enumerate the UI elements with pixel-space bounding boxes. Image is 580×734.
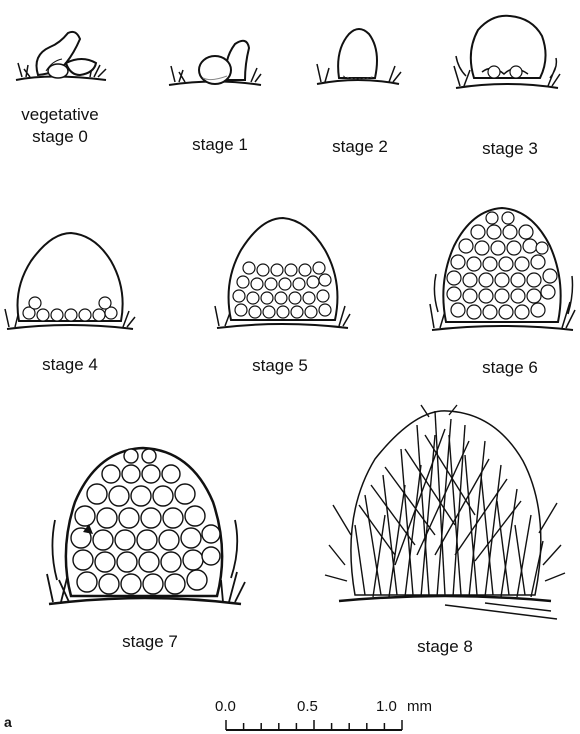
stage-7-label: stage 7: [100, 631, 200, 653]
stage-1-figure: [165, 30, 265, 90]
stage-0-label: vegetative stage 0: [0, 104, 120, 148]
stage-0-drawing: [10, 25, 110, 85]
stage-3-label: stage 3: [465, 138, 555, 160]
stage-7-drawing: [45, 440, 245, 610]
stage-2-drawing: [313, 20, 403, 90]
stage-3-figure: [452, 8, 562, 93]
scale-tick-0-5: 0.5: [297, 698, 318, 715]
stage-1-label: stage 1: [175, 134, 265, 156]
stage-2-figure: [313, 20, 403, 90]
scale-unit: mm: [407, 698, 432, 715]
stage-8-drawing: [325, 405, 565, 620]
scale-bar: [224, 718, 404, 732]
stage-0-label-line2: stage 0: [0, 126, 120, 148]
stage-6-drawing: [430, 202, 575, 337]
panel-label: a: [4, 714, 12, 730]
stage-7-figure: [45, 440, 245, 610]
stage-4-label: stage 4: [25, 354, 115, 376]
stage-8-label: stage 8: [395, 636, 495, 658]
stage-5-label: stage 5: [235, 355, 325, 377]
stage-1-drawing: [165, 30, 265, 90]
stage-6-figure: [430, 202, 575, 337]
stage-4-drawing: [5, 225, 135, 335]
stage-8-figure: [325, 405, 565, 620]
scale-tick-0: 0.0: [215, 698, 236, 715]
scale-tick-1: 1.0: [376, 698, 397, 715]
stage-0-figure: [10, 25, 110, 85]
stage-5-drawing: [215, 210, 350, 335]
stage-5-figure: [215, 210, 350, 335]
stage-0-label-line1: vegetative: [0, 104, 120, 126]
stage-3-drawing: [452, 8, 562, 93]
stage-4-figure: [5, 225, 135, 335]
stage-2-label: stage 2: [315, 136, 405, 158]
stage-6-label: stage 6: [465, 357, 555, 379]
